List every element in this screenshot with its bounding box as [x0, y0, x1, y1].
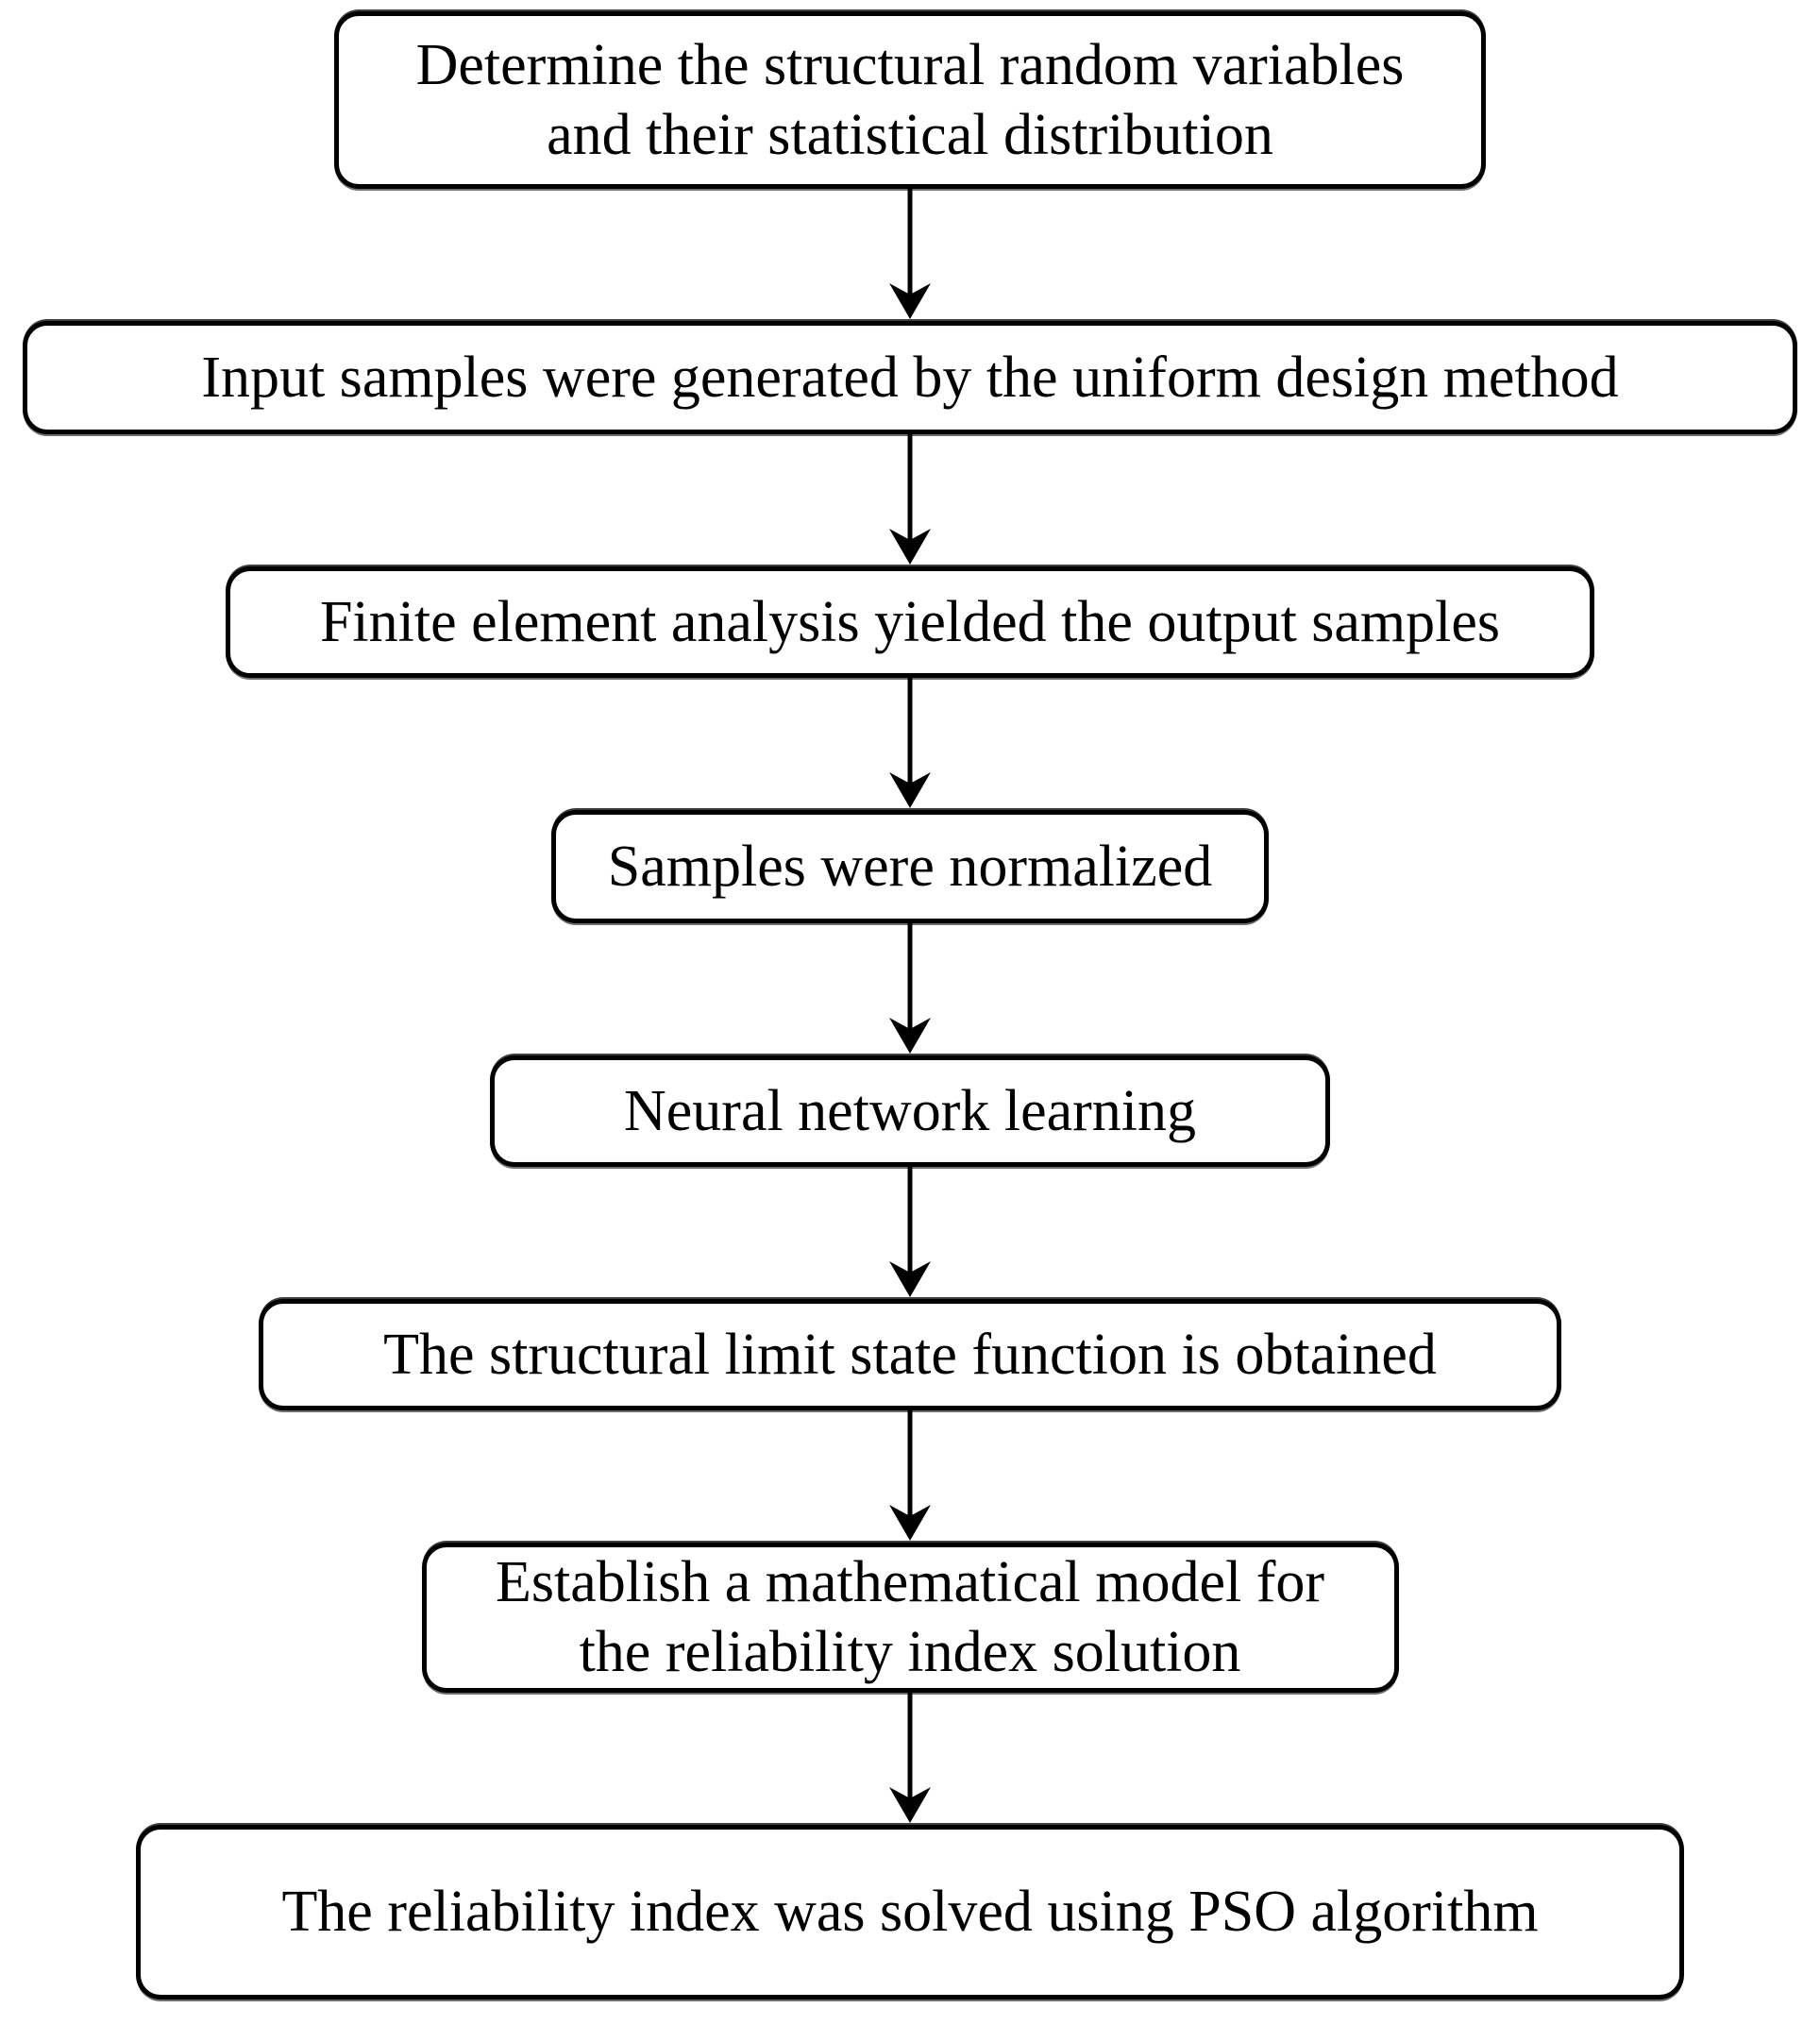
arrow-down-icon	[889, 1692, 931, 1823]
flow-step-determine-variables: Determine the structural random variable…	[334, 11, 1486, 189]
flow-step-text: Samples were normalized	[607, 834, 1213, 899]
flow-step-mathematical-model: Establish a mathematical model for the r…	[421, 1543, 1399, 1693]
flow-step-input-samples: Input samples were generated by the unif…	[23, 321, 1797, 434]
flow-step-text: and their statistical distribution	[547, 103, 1273, 167]
flow-step-text: the reliability index solution	[579, 1620, 1241, 1685]
flow-step-text: Determine the structural random variable…	[415, 32, 1405, 97]
flow-step-normalize-samples: Samples were normalized	[551, 810, 1269, 923]
flow-step-pso-solve: The reliability index was solved using P…	[136, 1824, 1684, 2000]
flow-step-text: The structural limit state function is o…	[383, 1322, 1437, 1387]
arrow-down-icon	[889, 1167, 931, 1297]
flow-step-text: Input samples were generated by the unif…	[201, 345, 1619, 410]
arrow-down-icon	[889, 189, 931, 319]
flow-step-text: Establish a mathematical model for	[495, 1550, 1325, 1614]
flow-step-text: Neural network learning	[624, 1078, 1196, 1143]
arrow-down-icon	[889, 1410, 931, 1541]
flow-step-limit-state-function: The structural limit state function is o…	[259, 1299, 1561, 1410]
flow-step-neural-network-learning: Neural network learning	[490, 1055, 1330, 1167]
flowchart-column: Determine the structural random variable…	[0, 11, 1820, 2000]
arrow-down-icon	[889, 923, 931, 1054]
flow-step-finite-element-analysis: Finite element analysis yielded the outp…	[226, 566, 1594, 678]
arrow-down-icon	[889, 434, 931, 565]
flow-step-text: Finite element analysis yielded the outp…	[319, 589, 1501, 654]
arrow-down-icon	[889, 678, 931, 808]
flow-step-text: The reliability index was solved using P…	[281, 1880, 1539, 1945]
